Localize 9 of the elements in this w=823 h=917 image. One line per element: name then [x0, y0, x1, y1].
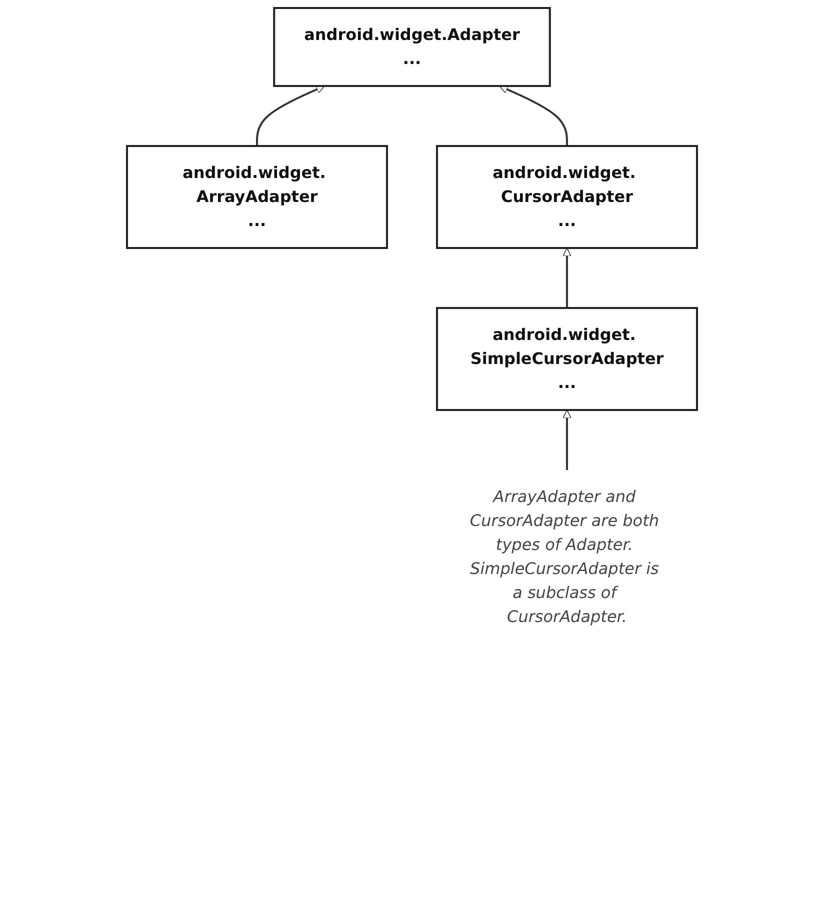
node-box: android.widget.Adapter ... — [272, 7, 550, 87]
arrow — [498, 85, 568, 146]
arrow — [562, 248, 571, 308]
arrow — [256, 85, 324, 146]
arrow — [562, 410, 571, 470]
node-box: android.widget. CursorAdapter ... — [436, 145, 698, 249]
node-box: android.widget. SimpleCursorAdapter ... — [436, 307, 698, 411]
node-text: ArrayAdapter and CursorAdapter are both types of Adapter. SimpleCursorAdapter is a subclass of CursorAdapter. — [469, 487, 658, 626]
node-box: android.widget. ArrayAdapter ... — [126, 145, 388, 249]
